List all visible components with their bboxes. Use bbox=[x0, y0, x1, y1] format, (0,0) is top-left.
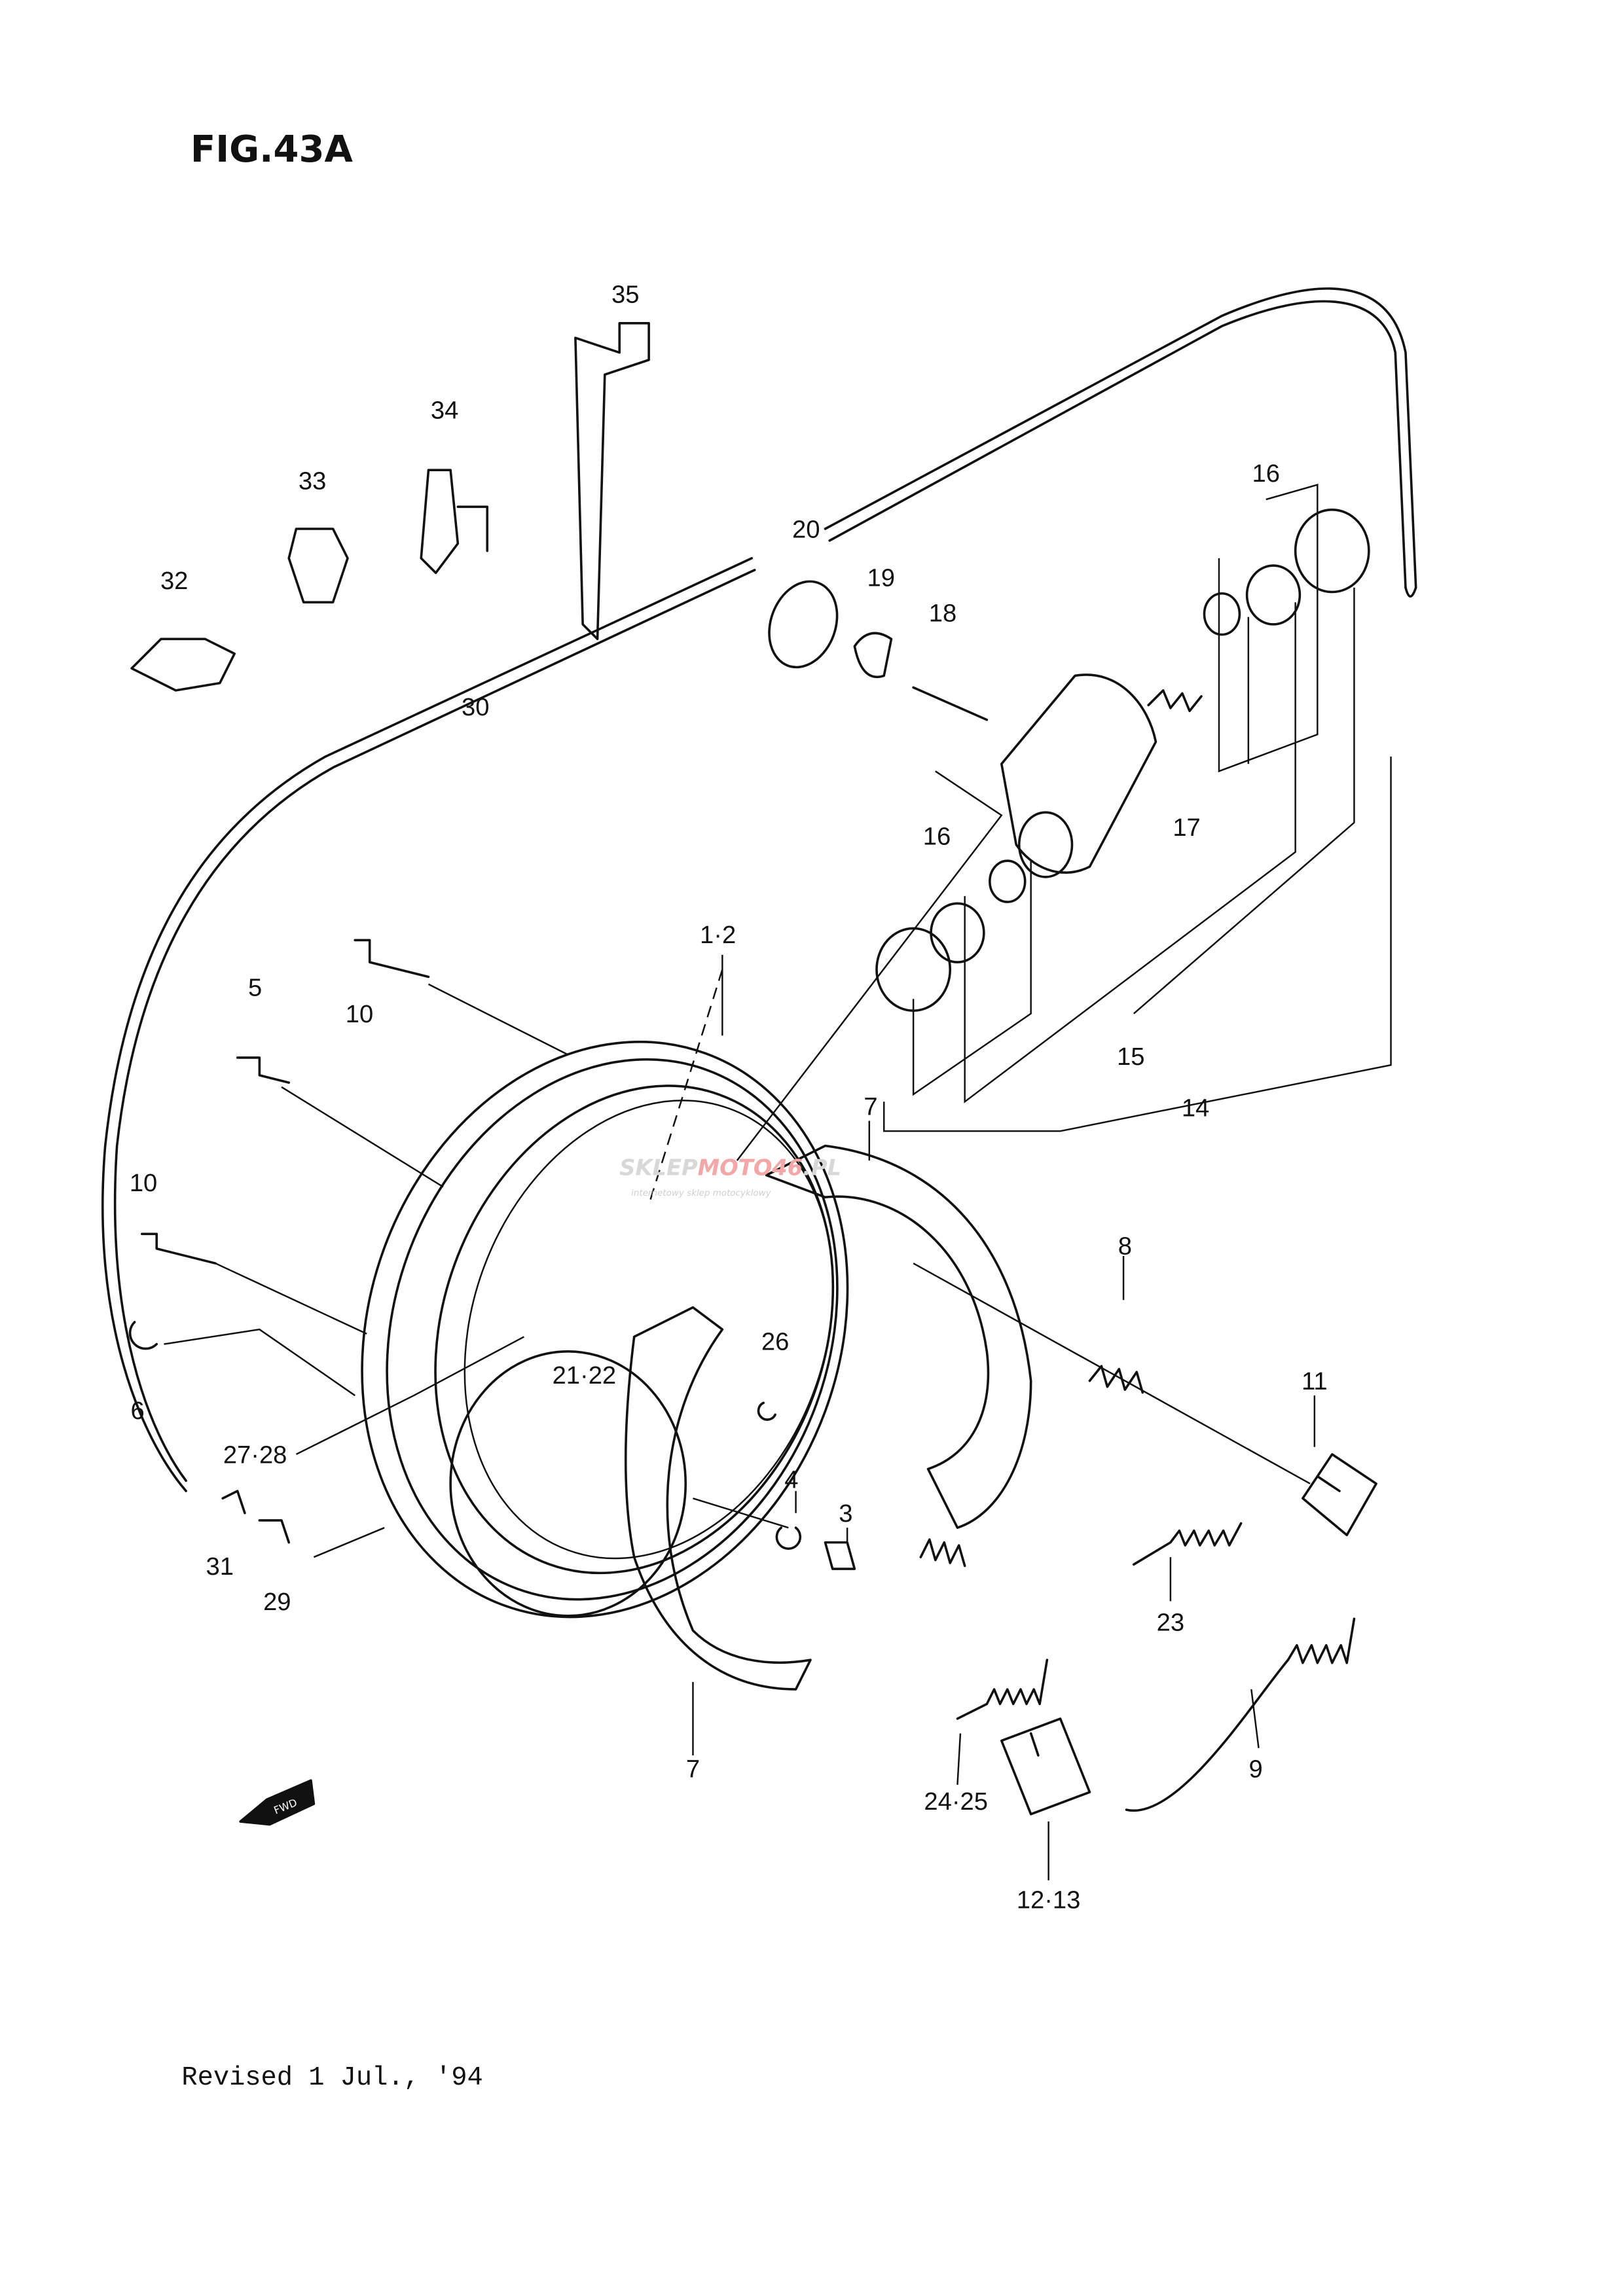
spring-9 bbox=[1125, 1617, 1356, 1812]
callout-12-13: 12·13 bbox=[1017, 1886, 1081, 1914]
callout-16-lower: 16 bbox=[923, 823, 951, 851]
callout-26: 26 bbox=[761, 1328, 789, 1356]
callout-4: 4 bbox=[784, 1466, 798, 1494]
callout-1-2: 1·2 bbox=[700, 921, 736, 949]
callout-11: 11 bbox=[1302, 1367, 1328, 1395]
clip-32 bbox=[130, 637, 236, 692]
callout-30: 30 bbox=[462, 693, 489, 721]
clip-33 bbox=[287, 528, 349, 604]
callout-32: 32 bbox=[160, 567, 188, 595]
callout-5: 5 bbox=[248, 974, 262, 1002]
callout-10-lower: 10 bbox=[130, 1169, 157, 1197]
callout-31: 31 bbox=[206, 1552, 234, 1581]
callout-23: 23 bbox=[1157, 1608, 1184, 1636]
callout-16-upper: 16 bbox=[1252, 459, 1280, 488]
callout-24-25: 24·25 bbox=[924, 1787, 988, 1816]
callout-7-lower: 7 bbox=[686, 1755, 700, 1784]
revision-note: Revised 1 Jul., '94 bbox=[181, 2063, 483, 2093]
clip-34 bbox=[420, 469, 489, 575]
fwd-direction-arrow: FWD bbox=[239, 1779, 316, 1826]
callout-19: 19 bbox=[867, 564, 895, 592]
callout-17: 17 bbox=[1173, 814, 1200, 842]
spring-24-25 bbox=[956, 1659, 1049, 1720]
callout-34: 34 bbox=[431, 397, 458, 425]
callout-20: 20 bbox=[792, 515, 820, 543]
spring-8 bbox=[919, 1365, 1144, 1568]
callout-9: 9 bbox=[1248, 1755, 1262, 1784]
callout-21-22: 21·22 bbox=[553, 1361, 617, 1390]
callout-29: 29 bbox=[263, 1588, 291, 1616]
callout-10-upper: 10 bbox=[346, 1000, 373, 1028]
brake-shoe-rear bbox=[765, 1144, 1032, 1529]
callout-6: 6 bbox=[130, 1397, 144, 1425]
callout-8: 8 bbox=[1118, 1232, 1132, 1261]
sensor-35 bbox=[574, 321, 650, 641]
wheel-cylinder bbox=[768, 509, 1370, 1012]
watermark-text-red: MOTO46 bbox=[698, 1155, 803, 1181]
callout-18: 18 bbox=[929, 599, 956, 627]
spring-23 bbox=[1132, 1522, 1243, 1566]
brake-pipe bbox=[101, 287, 1417, 1492]
callout-33: 33 bbox=[299, 467, 326, 495]
watermark-text-grey: SKLEP bbox=[619, 1155, 698, 1181]
watermark-tagline: internetowy sklep motocyklowy bbox=[631, 1189, 771, 1198]
watermark-text: SKLEPMOTO46.PL bbox=[619, 1155, 841, 1181]
figure-title: FIG.43A bbox=[191, 128, 354, 171]
watermark: SKLEPMOTO46.PL internetowy sklep motocyk… bbox=[619, 1155, 841, 1198]
watermark-text-suffix: .PL bbox=[803, 1155, 841, 1181]
callout-3: 3 bbox=[839, 1499, 852, 1528]
clip-11 bbox=[1302, 1453, 1377, 1537]
clip-12-13 bbox=[1000, 1717, 1091, 1816]
callout-27-28: 27·28 bbox=[223, 1441, 287, 1469]
callout-7-upper: 7 bbox=[864, 1093, 877, 1121]
callout-14: 14 bbox=[1182, 1094, 1209, 1122]
callout-35: 35 bbox=[611, 280, 639, 308]
brake-shoe-front bbox=[624, 1306, 812, 1691]
callout-15: 15 bbox=[1117, 1043, 1144, 1071]
brake-drum bbox=[361, 1041, 849, 1619]
